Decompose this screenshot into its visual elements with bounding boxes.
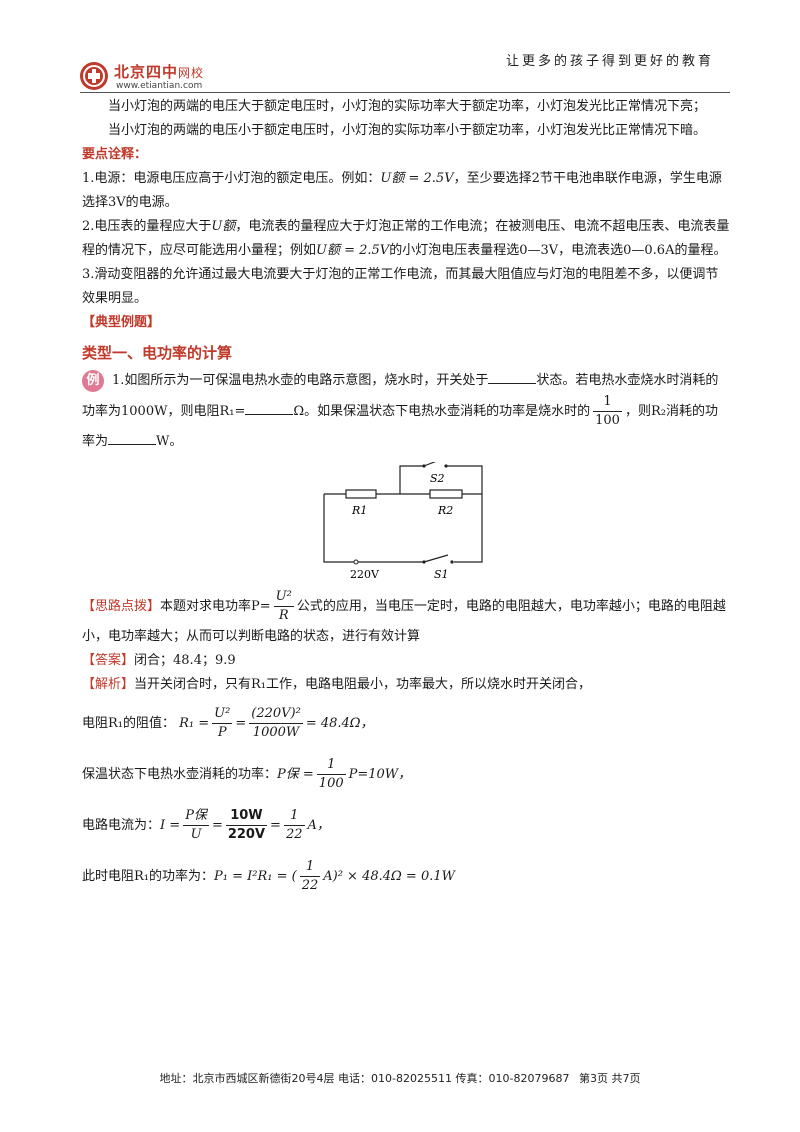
answer-paragraph: 【答案】闭合；48.4；9.9 [82,653,236,668]
key-point-2: 2.电压表的量程应大于U额，电流表的量程应大于灯泡正常的工作电流；在被测电压、电… [82,219,730,258]
examples-heading: 【典型例题】 [82,315,161,330]
switch-s1-blade [423,554,449,563]
brand-name: 北京四中网校 [114,63,205,81]
document-body: 当小灯泡的两端的电压大于额定电压时，小灯泡的实际功率大于额定功率，小灯泡发光比正… [82,95,730,895]
answer-blank-3[interactable] [108,430,157,445]
type-1-heading: 类型一、电功率的计算 [82,344,233,362]
paragraph-dimmer: 当小灯泡的两端的电压小于额定电压时，小灯泡的实际功率小于额定功率，小灯泡发光比正… [108,123,707,138]
footer-address: 地址：北京市西城区新德街20号4层 电话：010-82025511 传真：010… [159,1072,570,1085]
resistor-r2 [429,489,463,499]
header-divider [80,92,730,93]
footer-page-number: 第3页 共7页 [578,1072,641,1085]
page-footer: 地址：北京市西城区新德街20号4层 电话：010-82025511 传真：010… [0,1070,800,1086]
school-logo-icon [80,62,108,90]
source-terminal-left [353,559,359,565]
key-point-1: 1.电源：电源电压应高于小灯泡的额定电压。例如：U额 = 2.5V，至少要选择2… [82,171,722,210]
key-points-heading: 要点诠释： [82,147,148,162]
analysis-paragraph: 【解析】当开关闭合时，只有R₁工作，电路电阻最小，功率最大，所以烧水时开关闭合， [82,677,592,692]
answer-blank-1[interactable] [488,369,537,384]
resistor-r1 [345,489,377,499]
brand-url: www.etiantian.com [116,81,203,91]
slogan: 让更多的孩子得到更好的教育 [505,54,714,69]
paragraph-brighter: 当小灯泡的两端的电压大于额定电压时，小灯泡的实际功率大于额定功率，小灯泡发光比正… [108,99,707,114]
key-point-3: 3.滑动变阻器的允许通过最大电流要大于灯泡的正常工作电流，而其最大阻值应与灯泡的… [82,267,719,306]
example-badge-icon: 例 [82,370,104,392]
label-r2: R2 [437,504,453,517]
label-r1: R1 [351,504,367,517]
circuit-diagram: R1 R2 S2 S1 220V [323,462,483,581]
answer-blank-2[interactable] [245,400,294,415]
label-s1: S1 [434,568,449,581]
label-s2: S2 [430,472,445,485]
switch-s2-blade [423,462,436,467]
label-220v: 220V [350,568,380,581]
page-header: 北京四中网校 www.etiantian.com 让更多的孩子得到更好的教育 [0,0,800,92]
